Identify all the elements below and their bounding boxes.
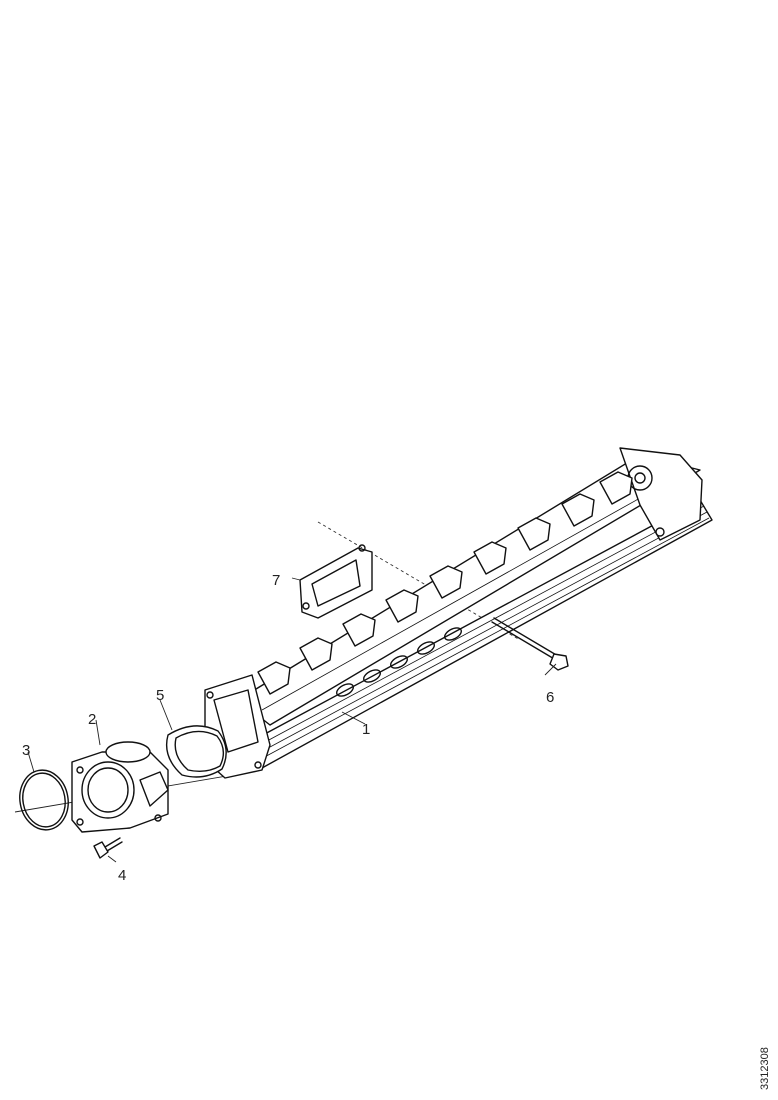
flange-gasket: [165, 725, 227, 778]
manifold-body: [204, 447, 713, 779]
callout-2: 2: [88, 711, 96, 728]
callout-6: 6: [546, 689, 554, 706]
throttle-body: [71, 719, 169, 833]
callout-4: 4: [118, 867, 126, 884]
callout-3: 3: [22, 742, 30, 759]
rail-ports: [336, 627, 462, 697]
short-bolt: [93, 837, 123, 859]
reference-code: 3312308: [759, 1047, 771, 1090]
small-gasket: [291, 544, 373, 619]
callout-5: 5: [156, 687, 164, 704]
callout-leaders: [107, 663, 557, 863]
o-ring: [19, 751, 69, 831]
callout-7: 7: [272, 572, 280, 589]
callout-1: 1: [362, 721, 370, 738]
runner-outlets: [257, 471, 633, 695]
